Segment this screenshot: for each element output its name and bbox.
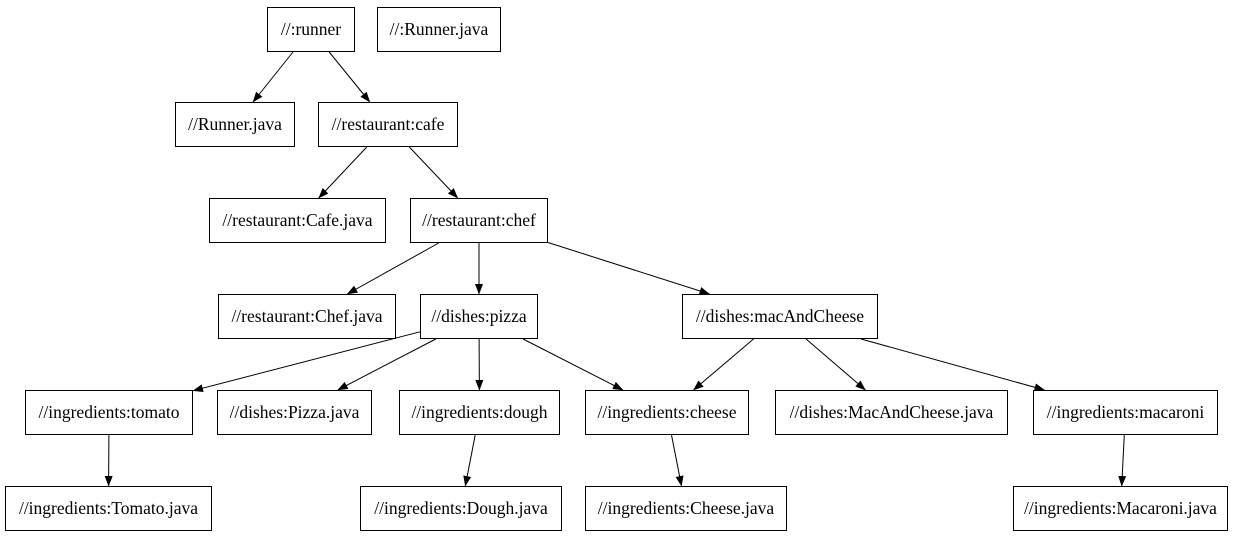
dependency-edge-cheese-to-cheese_java <box>671 434 684 487</box>
graph-node-cheese: //ingredients:cheese <box>585 390 749 435</box>
dependency-edge-pizza-to-pizza_java <box>337 338 437 391</box>
graph-node-macaroni: //ingredients:macaroni <box>1033 390 1218 435</box>
dependency-edge-pizza-to-cheese <box>522 338 624 391</box>
graph-node-chef_java: //restaurant:Chef.java <box>218 294 396 339</box>
graph-node-runner_java: //Runner.java <box>175 102 295 147</box>
dependency-edge-macaroni-to-macaroni_java <box>1118 434 1127 487</box>
graph-node-tomato: //ingredients:tomato <box>25 390 193 435</box>
graph-node-dough_java: //ingredients:Dough.java <box>360 486 562 531</box>
dependency-edge-cafe-to-chef <box>408 146 459 199</box>
graph-node-dough: //ingredients:dough <box>399 390 560 435</box>
dependency-edge-macandcheese-to-macaroni <box>860 338 1045 392</box>
graph-node-macandcheese: //dishes:macAndCheese <box>682 294 878 339</box>
graph-node-macaroni_java: //ingredients:Macaroni.java <box>1013 486 1228 531</box>
graph-node-cafe_java: //restaurant:Cafe.java <box>209 198 386 243</box>
dependency-edge-runner-to-cafe <box>328 51 371 103</box>
graph-node-runner_src: //:Runner.java <box>377 7 501 52</box>
graph-node-chef: //restaurant:chef <box>410 198 548 243</box>
dependency-edge-macandcheese-to-macandcheese_java <box>805 338 866 391</box>
dependency-edge-chef-to-macandcheese <box>547 242 710 295</box>
graph-node-runner: //:runner <box>267 7 355 52</box>
graph-node-macandcheese_java: //dishes:MacAndCheese.java <box>775 390 1008 435</box>
graph-node-cafe: //restaurant:cafe <box>318 102 458 147</box>
dependency-edge-pizza-to-tomato <box>192 331 421 393</box>
graph-node-tomato_java: //ingredients:Tomato.java <box>5 486 212 531</box>
dependency-edge-macandcheese-to-cheese <box>693 338 754 391</box>
graph-node-cheese_java: //ingredients:Cheese.java <box>585 486 787 531</box>
dependency-edge-runner-to-runner_java <box>252 51 294 103</box>
dependency-edge-chef-to-chef_java <box>346 242 439 295</box>
graph-edges <box>104 51 1127 487</box>
dependency-edge-dough-to-dough_java <box>463 434 476 487</box>
graph-node-pizza_java: //dishes:Pizza.java <box>217 390 372 435</box>
dependency-edge-cafe-to-cafe_java <box>318 146 368 199</box>
graph-node-pizza: //dishes:pizza <box>420 294 538 339</box>
